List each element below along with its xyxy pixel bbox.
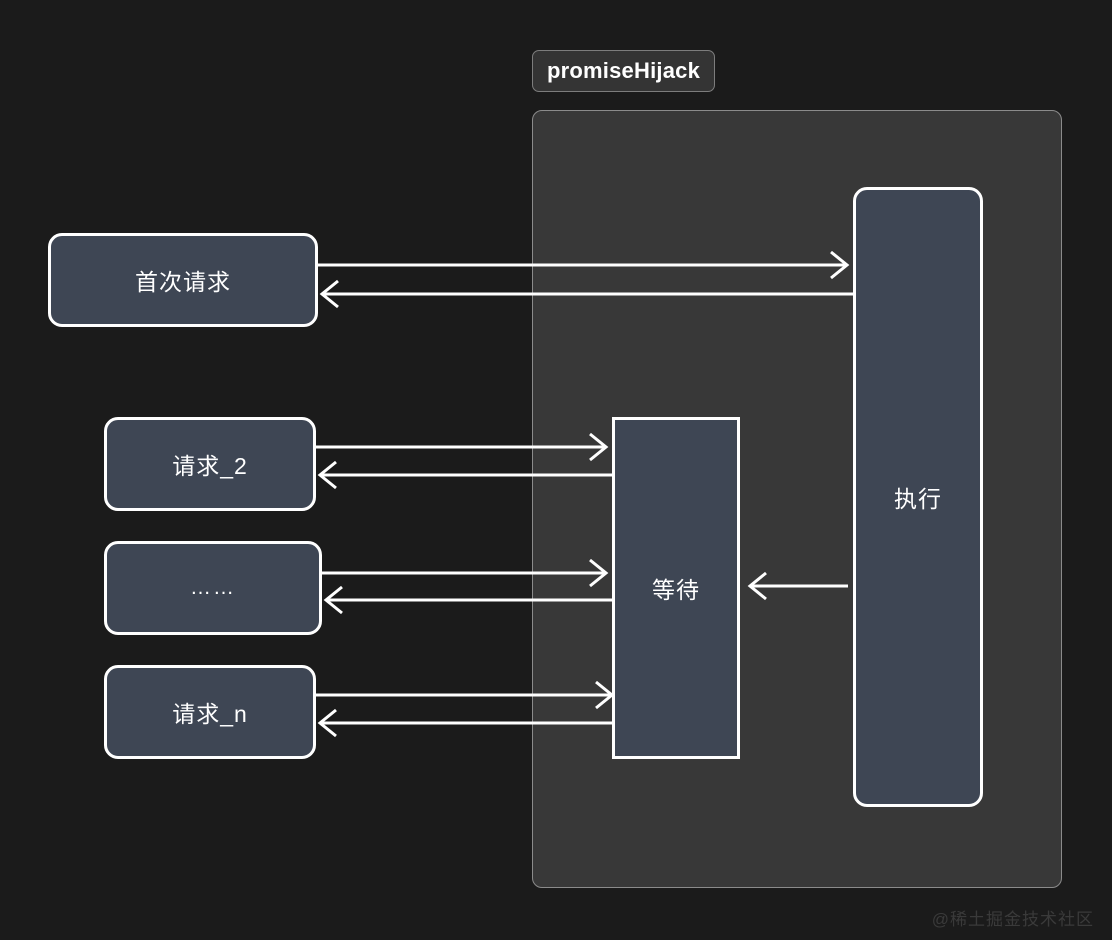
node-ellipsis-label: …… bbox=[190, 576, 236, 599]
node-execute[interactable]: 执行 bbox=[853, 187, 983, 807]
node-request-2-label: 请求_2 bbox=[172, 453, 248, 479]
node-request-n-label: 请求_n bbox=[172, 701, 248, 727]
node-execute-label: 执行 bbox=[894, 486, 942, 512]
promise-hijack-group-label: promiseHijack bbox=[532, 50, 716, 92]
node-wait[interactable]: 等待 bbox=[612, 417, 740, 759]
node-request-2[interactable]: 请求_2 bbox=[104, 417, 316, 511]
node-wait-label: 等待 bbox=[652, 577, 700, 603]
node-request-n[interactable]: 请求_n bbox=[104, 665, 316, 759]
node-ellipsis[interactable]: …… bbox=[104, 541, 322, 635]
node-first-request-label: 首次请求 bbox=[135, 269, 231, 295]
watermark: @稀土掘金技术社区 bbox=[931, 910, 1094, 929]
node-first-request[interactable]: 首次请求 bbox=[48, 233, 318, 327]
